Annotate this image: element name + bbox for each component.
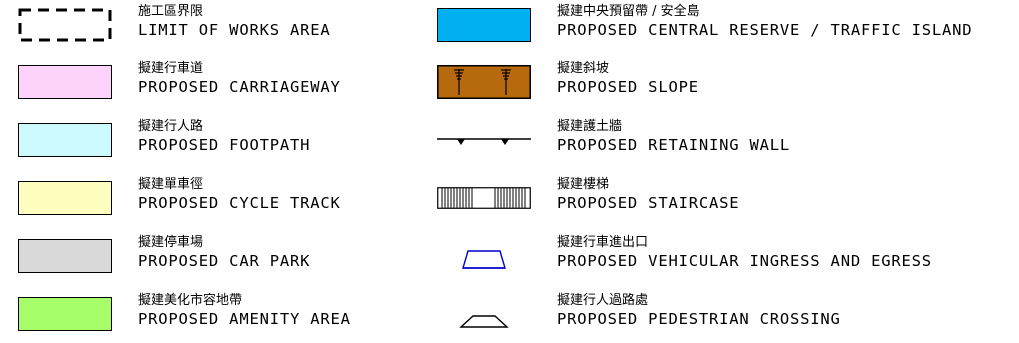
legend-label-en: PROPOSED PEDESTRIAN CROSSING — [557, 310, 841, 328]
legend-label-en: PROPOSED FOOTPATH — [138, 136, 311, 154]
legend-label-en: PROPOSED RETAINING WALL — [557, 136, 791, 154]
legend-label-en: PROPOSED AMENITY AREA — [138, 310, 351, 328]
dashed-boundary-icon — [18, 8, 112, 42]
trapezoid-blue-icon — [437, 239, 531, 273]
legend-label-zh: 擬建停車場 — [138, 235, 204, 250]
legend-label-en: LIMIT OF WORKS AREA — [138, 21, 331, 39]
legend-item-vehicular-ingress: 擬建行車進出口 PROPOSED VEHICULAR INGRESS AND E… — [437, 231, 1017, 279]
legend-label-zh: 施工區界限 — [138, 4, 204, 19]
legend-label-en: PROPOSED VEHICULAR INGRESS AND EGRESS — [557, 252, 932, 270]
legend-label-en: PROPOSED STAIRCASE — [557, 194, 740, 212]
legend-label-en: PROPOSED CAR PARK — [138, 252, 311, 270]
legend-item-limit-of-works: 施工區界限 LIMIT OF WORKS AREA — [18, 0, 498, 48]
grey-swatch-icon — [18, 239, 112, 273]
legend-label-en: PROPOSED CARRIAGEWAY — [138, 78, 341, 96]
green-swatch-icon — [18, 297, 112, 331]
legend-item-car-park: 擬建停車場 PROPOSED CAR PARK — [18, 231, 498, 279]
blue-swatch-icon — [437, 8, 531, 42]
light-cyan-swatch-icon — [18, 123, 112, 157]
legend-item-central-reserve: 擬建中央預留帶 / 安全島 PROPOSED CENTRAL RESERVE /… — [437, 0, 1017, 48]
legend-label-zh: 擬建樓梯 — [557, 177, 610, 192]
legend-item-staircase: 擬建樓梯 PROPOSED STAIRCASE — [437, 173, 1017, 221]
slope-hatch-icon — [437, 65, 531, 99]
legend-label-en: PROPOSED CYCLE TRACK — [138, 194, 341, 212]
legend-label-zh: 擬建行車進出口 — [557, 235, 649, 250]
legend-item-carriageway: 擬建行車道 PROPOSED CARRIAGEWAY — [18, 57, 498, 105]
legend-label-zh: 擬建行人過路處 — [557, 293, 649, 308]
legend-label-zh: 擬建美化市容地帶 — [138, 293, 243, 308]
staircase-icon — [437, 181, 531, 215]
legend-label-zh: 擬建行車道 — [138, 61, 204, 76]
trapezoid-black-icon — [437, 297, 531, 331]
legend-label-zh: 擬建行人路 — [138, 119, 204, 134]
pink-swatch-icon — [18, 65, 112, 99]
legend-item-slope: 擬建斜坡 PROPOSED SLOPE — [437, 57, 1017, 105]
legend-label-zh: 擬建中央預留帶 / 安全島 — [557, 4, 700, 19]
legend-label-en: PROPOSED SLOPE — [557, 78, 699, 96]
legend-label-zh: 擬建斜坡 — [557, 61, 610, 76]
legend-label-en: PROPOSED CENTRAL RESERVE / TRAFFIC ISLAN… — [557, 21, 973, 39]
retaining-wall-icon — [437, 123, 531, 157]
legend-item-amenity-area: 擬建美化市容地帶 PROPOSED AMENITY AREA — [18, 289, 498, 337]
light-yellow-swatch-icon — [18, 181, 112, 215]
legend-label-zh: 擬建單車徑 — [138, 177, 204, 192]
legend-label-zh: 擬建護土牆 — [557, 119, 623, 134]
legend-item-retaining-wall: 擬建護土牆 PROPOSED RETAINING WALL — [437, 115, 1017, 163]
legend-item-footpath: 擬建行人路 PROPOSED FOOTPATH — [18, 115, 498, 163]
legend-item-pedestrian-crossing: 擬建行人過路處 PROPOSED PEDESTRIAN CROSSING — [437, 289, 1017, 337]
legend-item-cycle-track: 擬建單車徑 PROPOSED CYCLE TRACK — [18, 173, 498, 221]
